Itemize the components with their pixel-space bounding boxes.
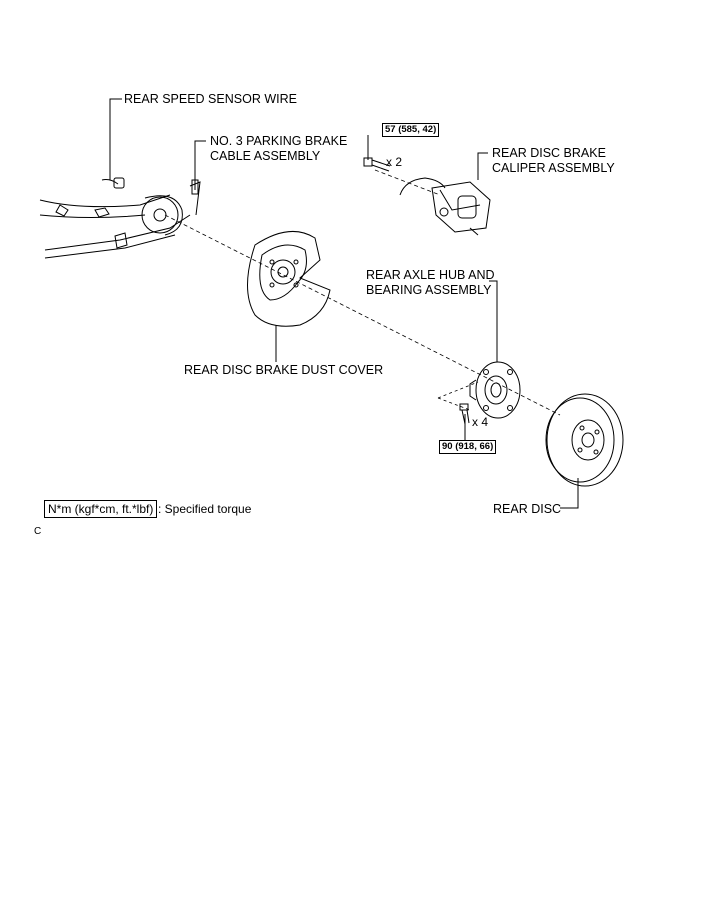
assembly-axis-line xyxy=(164,214,561,416)
label-hub-line2: BEARING ASSEMBLY xyxy=(366,283,492,297)
label-caliper-line1: REAR DISC BRAKE xyxy=(492,146,606,160)
caliper-assembly xyxy=(399,177,491,236)
label-speed-sensor-wire: REAR SPEED SENSOR WIRE xyxy=(124,92,297,106)
caliper-bolt xyxy=(363,157,391,172)
rear-disc xyxy=(545,393,624,487)
label-parking-brake-cable-line2: CABLE ASSEMBLY xyxy=(210,149,321,163)
label-hub-line1: REAR AXLE HUB AND xyxy=(366,268,495,282)
legend-text: : Specified torque xyxy=(158,502,252,516)
leader-caliper xyxy=(477,152,488,180)
label-caliper-line2: CALIPER ASSEMBLY xyxy=(492,161,615,175)
hub-bolt xyxy=(459,403,470,425)
label-rear-disc: REAR DISC xyxy=(493,502,562,516)
qty-caliper-bolts: x 2 xyxy=(386,155,403,169)
label-parking-brake-cable-line1: NO. 3 PARKING BRAKE xyxy=(210,134,348,148)
figure-code: C xyxy=(34,526,42,537)
legend-unit-box: N*m (kgf*cm, ft.*lbf) xyxy=(44,500,158,518)
speed-sensor-wire xyxy=(101,177,125,189)
leader-speed-sensor xyxy=(109,98,122,180)
torque-box-caliper: 57 (585, 42) xyxy=(382,123,440,137)
leader-hub xyxy=(489,280,498,362)
leader-rear-disc xyxy=(560,478,579,509)
label-dust-cover: REAR DISC BRAKE DUST COVER xyxy=(184,363,384,377)
parking-brake-cable xyxy=(189,179,201,216)
suspension-arm xyxy=(39,194,191,259)
torque-box-hub: 90 (918, 66) xyxy=(439,440,497,454)
leader-parking-cable xyxy=(194,140,206,190)
dust-cover xyxy=(247,230,331,327)
qty-hub-bolts: x 4 xyxy=(472,415,489,429)
hub-bearing xyxy=(469,361,521,419)
